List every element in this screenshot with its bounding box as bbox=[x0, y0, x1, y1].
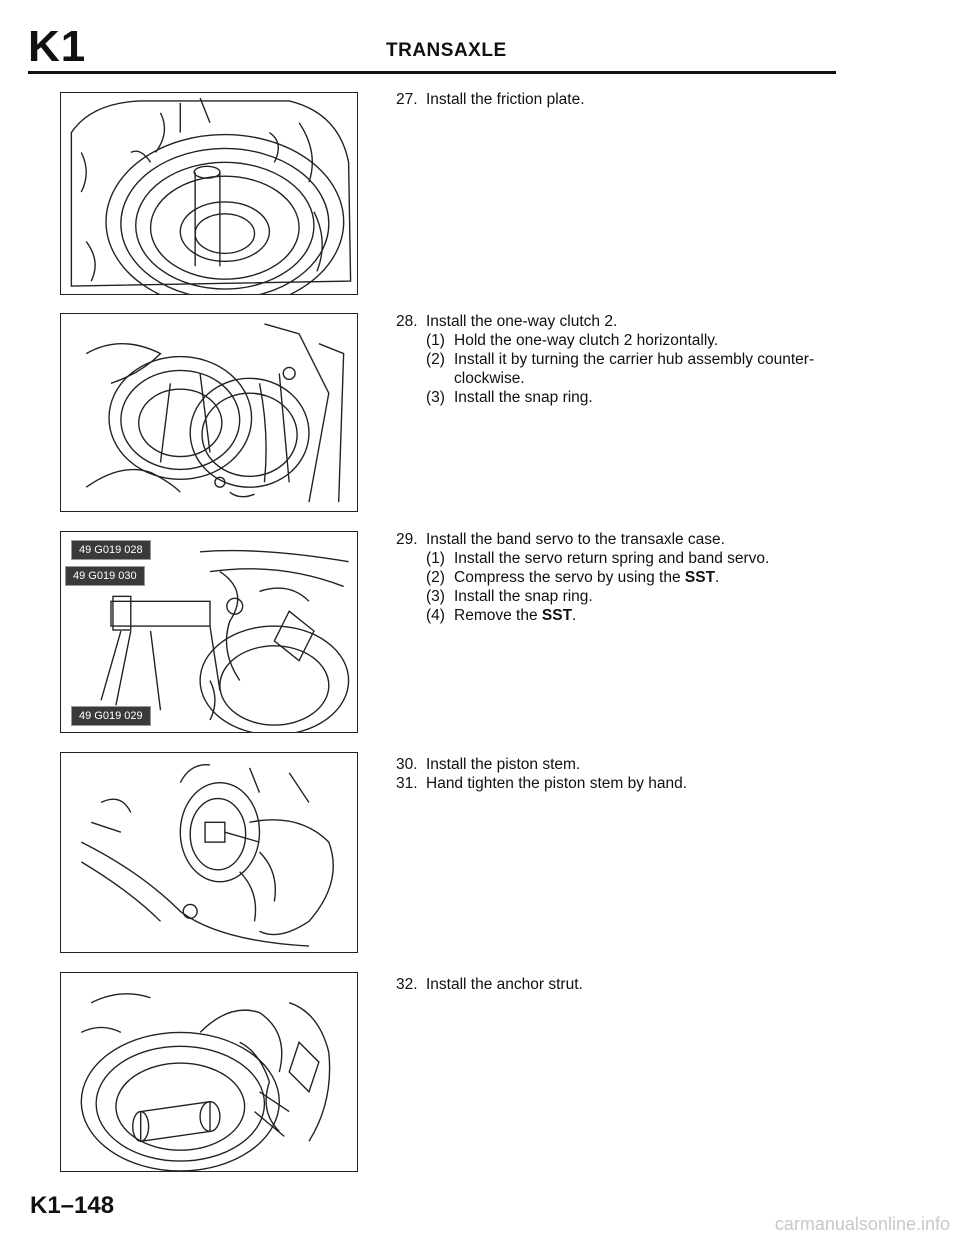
step-number: 27. bbox=[396, 91, 418, 108]
figure-piston-stem bbox=[60, 752, 358, 953]
header-rule bbox=[28, 71, 836, 74]
substep: (3)Install the snap ring. bbox=[426, 389, 593, 406]
figure-friction-plate bbox=[60, 92, 358, 295]
section-code: K1 bbox=[28, 22, 87, 71]
anchor-strut-illustration bbox=[80, 993, 331, 1171]
substep: (2)Install it by turning the carrier hub… bbox=[426, 351, 815, 387]
step-29: 29. Install the band servo to the transax… bbox=[396, 530, 856, 625]
figure-band-servo: 49 G019 028 49 G019 030 49 G019 029 bbox=[60, 531, 358, 733]
step-number: 30. bbox=[396, 756, 418, 773]
step-number: 31. bbox=[396, 775, 418, 792]
band-servo-illustration bbox=[100, 549, 350, 732]
step-30: 30. Install the piston stem. 31. Hand tigh… bbox=[396, 755, 856, 793]
step-number: 28. bbox=[396, 313, 418, 330]
figure-anchor-strut bbox=[60, 972, 358, 1172]
substep: (3)Install the snap ring. bbox=[426, 588, 593, 605]
step-text: Install the one-way clutch 2. bbox=[426, 313, 618, 330]
substep: (2)Compress the servo by using the SST. bbox=[426, 569, 720, 586]
friction-plate-illustration bbox=[70, 97, 352, 294]
step-32: 32. Install the anchor strut. bbox=[396, 975, 856, 994]
step-31: 31. Hand tighten the piston stem by hand. bbox=[396, 774, 856, 793]
sst-reference: SST bbox=[541, 607, 573, 624]
figure-one-way-clutch bbox=[60, 313, 358, 512]
piston-stem-illustration bbox=[80, 764, 334, 947]
sst-tag-028: 49 G019 028 bbox=[71, 540, 151, 560]
step-number: 29. bbox=[396, 531, 418, 548]
step-27: 27. Install the friction plate. bbox=[396, 90, 856, 109]
step-text: Hand tighten the piston stem by hand. bbox=[426, 775, 688, 792]
step-text: Install the piston stem. bbox=[426, 756, 581, 773]
step-28: 28. Install the one-way clutch 2. (1)Hold… bbox=[396, 312, 856, 407]
substep: (1)Install the servo return spring and b… bbox=[426, 550, 770, 567]
sst-tag-029: 49 G019 029 bbox=[71, 706, 151, 726]
page-title: TRANSAXLE bbox=[386, 40, 507, 61]
substep: (4)Remove the SST. bbox=[426, 607, 577, 624]
step-text: Install the band servo to the transaxle … bbox=[426, 531, 725, 548]
step-text: Install the friction plate. bbox=[426, 91, 585, 108]
substep: (1)Hold the one-way clutch 2 horizontall… bbox=[426, 332, 719, 349]
one-way-clutch-illustration bbox=[85, 323, 345, 503]
sst-reference: SST bbox=[684, 569, 716, 586]
page-number: K1–148 bbox=[30, 1192, 115, 1219]
watermark: carmanualsonline.info bbox=[774, 1214, 950, 1234]
step-number: 32. bbox=[396, 976, 418, 993]
step-text: Install the anchor strut. bbox=[426, 976, 583, 993]
sst-tag-030: 49 G019 030 bbox=[65, 566, 145, 586]
